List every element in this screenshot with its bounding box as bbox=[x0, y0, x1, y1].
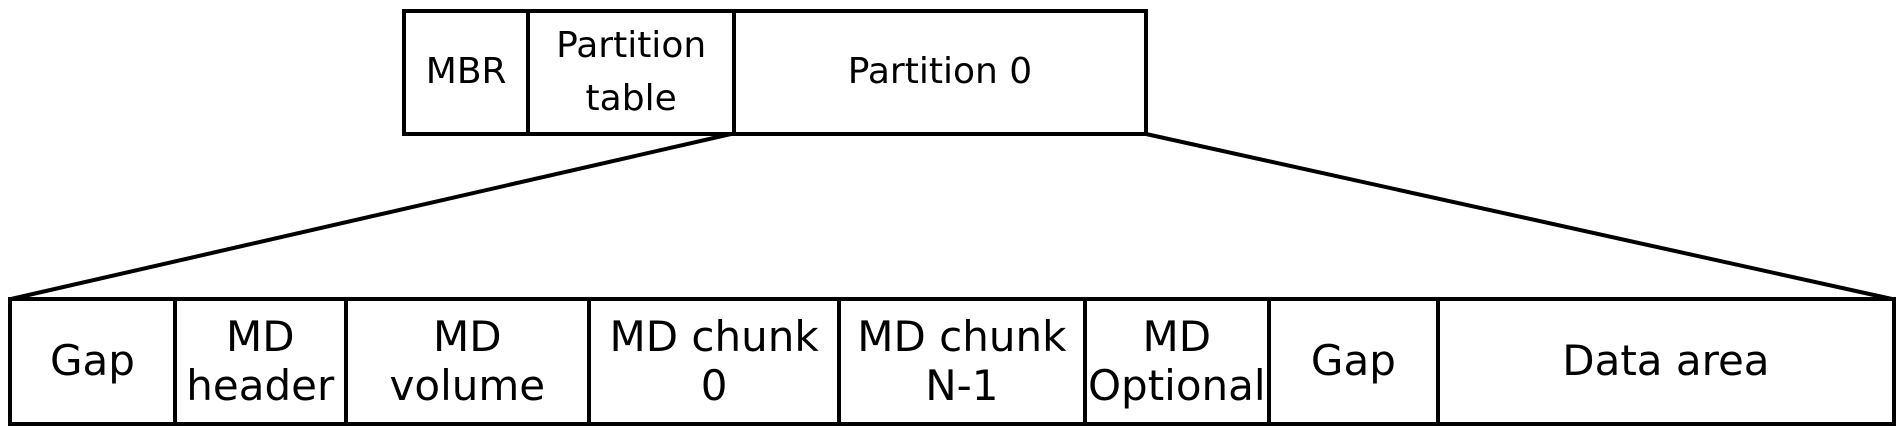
cell-gap-2: Gap bbox=[1267, 301, 1436, 422]
cell-mbr: MBR bbox=[425, 51, 507, 93]
disk-row: MBR Partition table Partition 0 bbox=[402, 9, 1148, 136]
cell-md-chunk-0: MD chunk 0 bbox=[586, 301, 837, 422]
cell-gap-1: Gap bbox=[49, 336, 135, 386]
cell-md-optional: MD Optional bbox=[1082, 301, 1267, 422]
cell-data-area: Data area bbox=[1435, 301, 1892, 422]
cell-partition-table: Partition table bbox=[526, 13, 732, 132]
cell-partition-0: Partition 0 bbox=[731, 13, 1144, 132]
cell-md-chunk-n-1: MD chunk N-1 bbox=[837, 301, 1082, 422]
expansion-line-left bbox=[10, 132, 732, 301]
expansion-line-right bbox=[1145, 132, 1893, 301]
cell-md-volume: MD volume bbox=[343, 301, 587, 422]
cell-md-header: MD header bbox=[172, 301, 344, 422]
partition0-row: Gap MD header MD volume MD chunk 0 MD ch… bbox=[8, 297, 1896, 426]
